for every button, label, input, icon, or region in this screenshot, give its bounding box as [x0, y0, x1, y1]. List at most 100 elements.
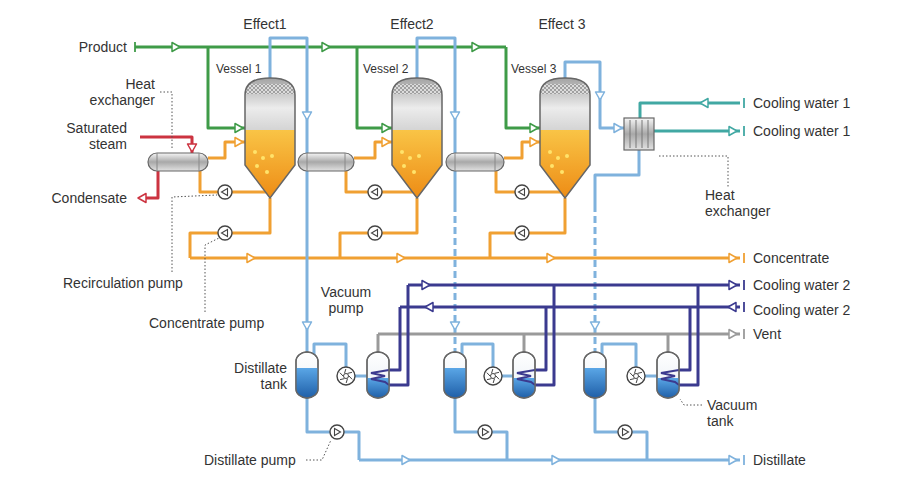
- effect-label: Effect 3: [537, 16, 586, 32]
- bubble: [255, 164, 259, 168]
- flow-arrow: [596, 92, 605, 100]
- vessel-label: Vessel 3: [510, 62, 557, 76]
- flow-arrow: [425, 303, 433, 312]
- tank-outline: [657, 352, 679, 398]
- pump-direction: [519, 230, 525, 237]
- flow-arrow: [397, 254, 405, 263]
- pipe-end-tick: [134, 42, 136, 52]
- pipe: [225, 198, 270, 233]
- pipe: [678, 307, 690, 370]
- tank-outline: [513, 352, 535, 398]
- evaporator-vessel: Vessel 3: [505, 60, 595, 205]
- stream-label: Cooling water 1: [752, 123, 851, 139]
- vessel-border: [392, 78, 442, 198]
- stream-label: Cooling water 2: [752, 277, 851, 293]
- pump-symbol: [218, 226, 232, 240]
- stream-label: Saturated steam: [50, 120, 128, 152]
- pipe: [522, 198, 565, 233]
- impeller-blade: [340, 379, 344, 380]
- callout-label: Distillate tank: [216, 360, 288, 392]
- pipe: [388, 285, 408, 385]
- impeller-blade: [495, 372, 499, 373]
- pipe: [140, 171, 158, 198]
- vacuum-pump-casing: [337, 367, 355, 385]
- pipe: [534, 285, 554, 385]
- pump-symbol: [368, 226, 382, 240]
- bubble: [270, 154, 274, 158]
- distillate-tank-symbol: [584, 352, 606, 398]
- bubble: [417, 154, 421, 158]
- pipe: [375, 198, 417, 233]
- tank-shell: [513, 352, 535, 398]
- tank-liquid: [584, 368, 606, 398]
- pipe-end-tick: [743, 302, 745, 312]
- pipe: [388, 307, 400, 370]
- tank-liquid: [444, 368, 466, 398]
- pump-direction: [519, 189, 525, 196]
- pump-casing: [368, 185, 382, 199]
- flow-arrow: [235, 124, 243, 133]
- tank-outline: [444, 352, 466, 398]
- pipe-end-tick: [743, 329, 745, 339]
- cooling-coil: [661, 370, 679, 385]
- vacuum-tank-symbol: [513, 352, 535, 398]
- distillate-tank-symbol: [444, 352, 466, 398]
- flow-arrow: [729, 254, 737, 263]
- impeller-blade: [636, 379, 637, 383]
- impeller-blade: [492, 369, 493, 373]
- callout-label: Heat exchanger: [80, 76, 156, 108]
- bubble: [560, 170, 564, 174]
- cooling-coil: [371, 370, 389, 385]
- pump-casing: [330, 425, 344, 439]
- demister-mesh: [240, 84, 300, 94]
- tank-shell: [367, 352, 389, 398]
- cooling-coil: [517, 370, 535, 385]
- drawing-part: [387, 75, 447, 205]
- drawing-part: [535, 75, 595, 205]
- condenser-symbol: [624, 118, 654, 150]
- tank-outline: [367, 352, 389, 398]
- flow-arrow: [729, 281, 737, 290]
- stream-label: Concentrate: [752, 250, 830, 266]
- impeller-blade: [345, 369, 346, 373]
- flow-arrow: [138, 194, 146, 203]
- stream-label: Vent: [752, 326, 782, 342]
- pipe: [640, 103, 740, 118]
- flow-arrow: [382, 138, 390, 147]
- pipe: [314, 344, 346, 367]
- pipe: [378, 333, 740, 336]
- pump-direction: [372, 230, 378, 237]
- flow-arrow: [303, 322, 312, 330]
- pump-symbol: [368, 185, 382, 199]
- leader-line: [172, 195, 217, 272]
- flow-arrow: [729, 330, 737, 339]
- pump-symbol: [330, 425, 344, 439]
- impeller-hub: [344, 374, 349, 379]
- callout-label: Vacuum tank: [706, 397, 770, 429]
- bubble: [408, 156, 412, 160]
- pipe: [408, 284, 740, 287]
- vessel-liquid: [535, 130, 595, 205]
- pipe-end-tick: [743, 455, 745, 465]
- flow-arrow: [303, 112, 312, 120]
- bubble: [253, 150, 257, 154]
- tank-shell: [296, 352, 318, 398]
- heat-exchanger-symbol: [298, 153, 354, 171]
- flow-arrow: [247, 254, 255, 263]
- bubble: [556, 156, 560, 160]
- leader-line: [160, 92, 172, 150]
- flow-arrow: [402, 456, 410, 465]
- tank-outline: [584, 352, 606, 398]
- impeller-blade: [630, 373, 633, 376]
- tank-shell: [657, 352, 679, 398]
- bubble: [412, 170, 416, 174]
- heat-exchanger-band: [307, 153, 308, 171]
- stream-label: Cooling water 2: [752, 302, 851, 318]
- pipe: [140, 137, 192, 153]
- leader-line: [680, 399, 702, 405]
- impeller-blade: [346, 379, 347, 383]
- distillate-tank-symbol: [296, 352, 318, 398]
- pump-symbol: [218, 185, 232, 199]
- pipe: [355, 375, 368, 378]
- impeller-blade: [348, 372, 352, 373]
